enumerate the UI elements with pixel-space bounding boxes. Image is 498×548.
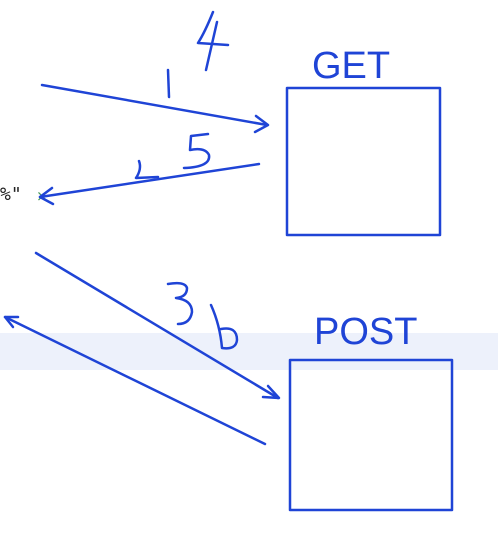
handwritten-number-2: [134, 159, 160, 180]
get-label: GET: [312, 45, 390, 87]
post-label: POST: [314, 311, 417, 353]
arrow-request-get-head: [253, 114, 270, 134]
handwritten-number-5: [182, 132, 211, 170]
arrow-response-post: [3, 315, 267, 446]
arrow-request-post: [34, 251, 280, 400]
handwritten-number-3: [166, 281, 194, 326]
code-text-fragment: %": [0, 184, 22, 205]
editor-line-highlight: [0, 333, 498, 370]
arrow-response-get-head: [38, 186, 55, 206]
arrow-response-get: [38, 162, 261, 199]
get-box: [285, 86, 442, 237]
arrow-request-get: [40, 83, 269, 127]
arrow-response-post-head: [3, 315, 20, 329]
handwritten-number-4: [196, 10, 230, 72]
post-box: [288, 358, 454, 512]
handwritten-number-1: [166, 68, 171, 99]
arrow-request-post-head: [261, 384, 281, 400]
handwritten-number-6: [209, 303, 239, 350]
